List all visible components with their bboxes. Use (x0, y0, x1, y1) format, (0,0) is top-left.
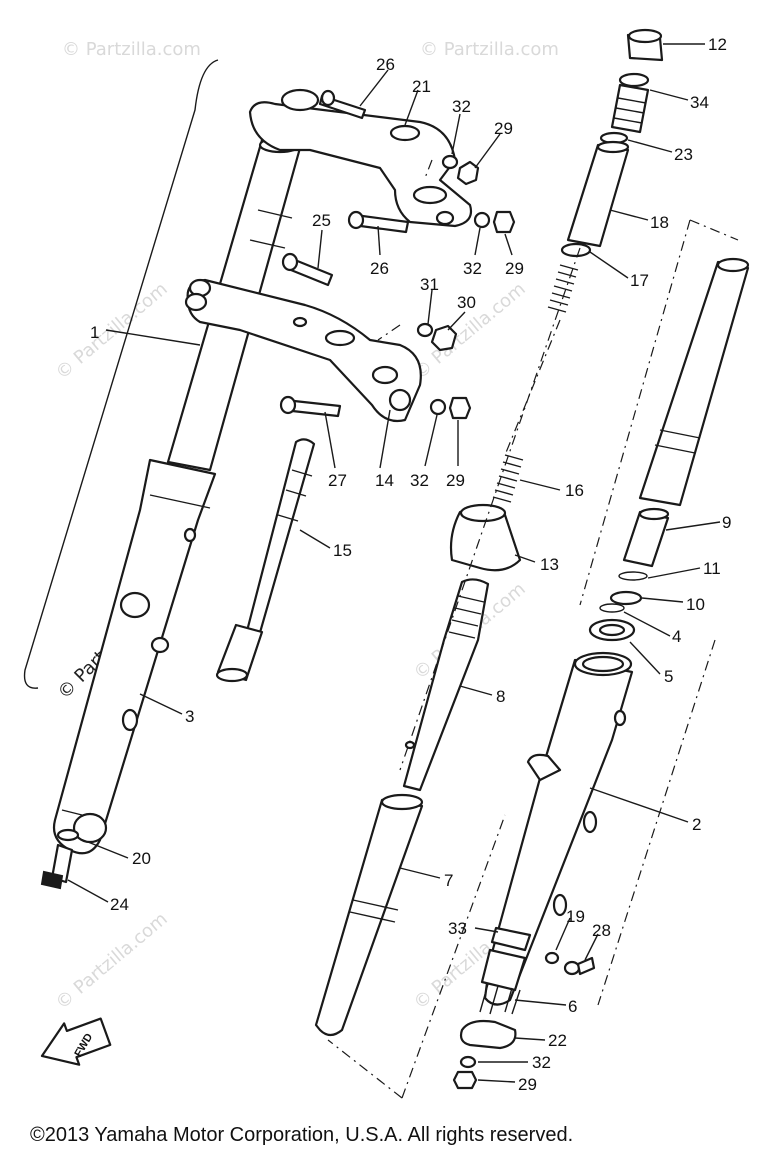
callout-25: 25 (312, 211, 331, 230)
callout-29-upper: 29 (494, 119, 513, 138)
callout-28: 28 (592, 921, 611, 940)
callout-3: 3 (185, 707, 194, 726)
callout-5: 5 (664, 667, 673, 686)
callout-8: 8 (496, 687, 505, 706)
callout-19: 19 (566, 907, 585, 926)
callout-24: 24 (110, 895, 129, 914)
callout-34: 34 (690, 93, 709, 112)
callout-6: 6 (568, 997, 577, 1016)
under-bracket-14 (184, 278, 422, 423)
watermark: © Partzilla.com (420, 39, 559, 60)
callout-10: 10 (686, 595, 705, 614)
callout-1: 1 (90, 323, 99, 342)
right-fork-inner-parts (314, 28, 750, 1037)
callout-32-lower: 32 (410, 471, 429, 490)
callout-18: 18 (650, 213, 669, 232)
callout-32-bottom: 32 (532, 1053, 551, 1072)
callout-21: 21 (412, 77, 431, 96)
callout-23: 23 (674, 145, 693, 164)
callout-29-bottom: 29 (518, 1075, 537, 1094)
outer-tube-2 (452, 651, 634, 1090)
callout-9: 9 (722, 513, 731, 532)
callout-32-upper: 32 (452, 97, 471, 116)
callout-11: 11 (703, 559, 721, 578)
callout-4: 4 (672, 627, 681, 646)
callout-26-mid: 26 (370, 259, 389, 278)
callout-32-mid: 32 (463, 259, 482, 278)
copyright-notice: ©2013 Yamaha Motor Corporation, U.S.A. A… (30, 1124, 574, 1146)
callout-14: 14 (375, 471, 394, 490)
callout-29-lower: 29 (446, 471, 465, 490)
watermark: © Partzilla.com (62, 39, 201, 60)
assembly-center-lines (327, 159, 739, 1099)
callout-20: 20 (132, 849, 151, 868)
steering-shaft-15 (215, 438, 316, 683)
callout-15: 15 (333, 541, 352, 560)
callout-26-upper: 26 (376, 55, 395, 74)
callout-17: 17 (630, 271, 649, 290)
left-fork-assembly (52, 136, 302, 855)
watermark: © Partzilla.com (52, 908, 172, 1013)
fwd-arrow-icon: FWD (40, 1017, 112, 1066)
callout-13: 13 (540, 555, 559, 574)
callout-2: 2 (692, 815, 701, 834)
assembly-bracket (23, 59, 219, 689)
fasteners (40, 89, 516, 890)
callout-33: 33 (448, 919, 467, 938)
callout-27: 27 (328, 471, 347, 490)
upper-bracket-21 (248, 88, 473, 228)
callout-12: 12 (708, 35, 727, 54)
callout-16: 16 (565, 481, 584, 500)
callout-31: 31 (420, 275, 439, 294)
callout-29-mid: 29 (505, 259, 524, 278)
callout-30: 30 (457, 293, 476, 312)
callout-labels: 12 34 23 18 17 26 21 32 29 26 32 29 25 3… (90, 35, 731, 1094)
callout-22: 22 (548, 1031, 567, 1050)
leader-lines (67, 43, 721, 1083)
callout-7: 7 (444, 871, 453, 890)
